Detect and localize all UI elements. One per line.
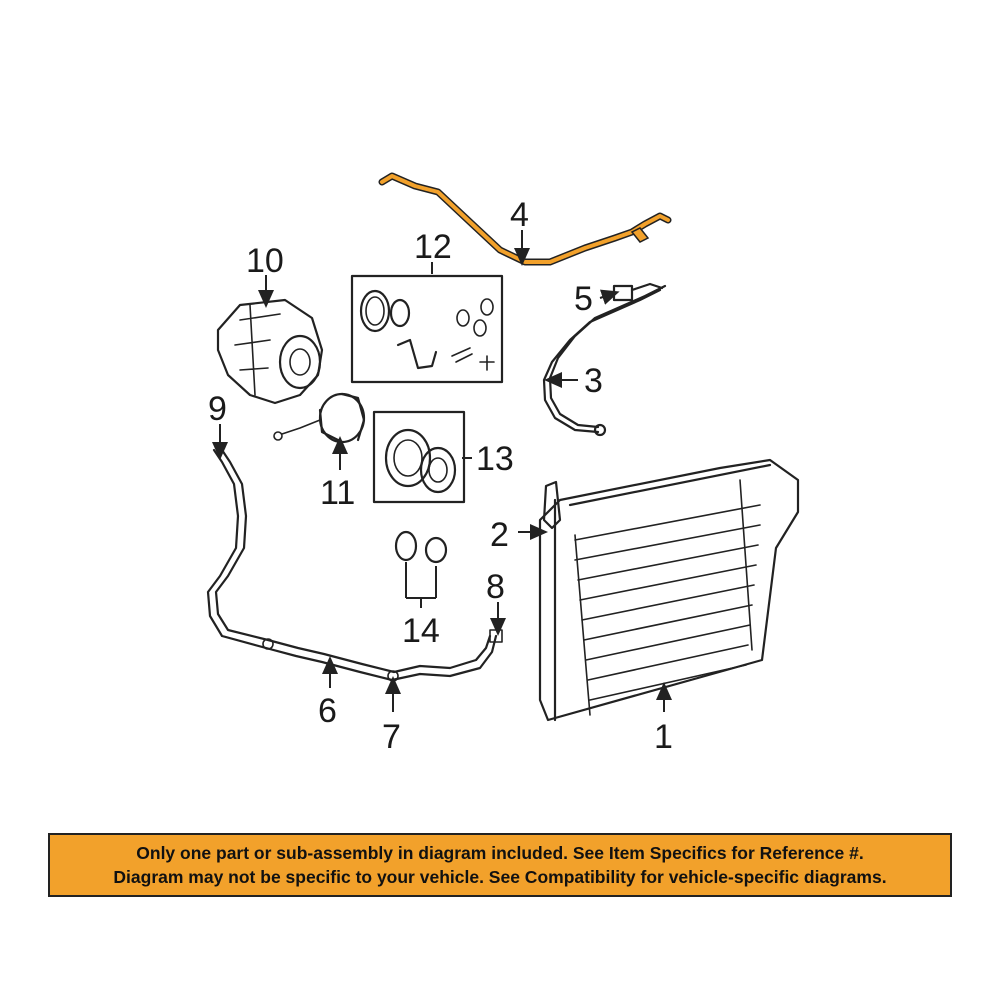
part-11-clutch-coil [273,392,366,444]
callout-5: 5 [574,280,593,318]
disclaimer-line-2: Diagram may not be specific to your vehi… [113,867,887,887]
callout-11: 11 [320,474,355,512]
part-12-seal-kit [350,274,504,384]
callout-9: 9 [208,390,227,428]
part-13-clutch-pulley [372,410,466,504]
callout-13: 13 [476,440,514,478]
callout-3: 3 [584,362,603,400]
callout-8: 8 [486,568,505,606]
leader-lines [212,230,672,712]
disclaimer-line-1: Only one part or sub-assembly in diagram… [136,843,864,863]
callout-7: 7 [382,718,401,756]
callout-6: 6 [318,692,337,730]
callout-12: 12 [414,228,452,266]
part-14-o-rings [394,530,448,564]
callout-4: 4 [510,196,529,234]
callout-1: 1 [654,718,673,756]
callout-14: 14 [402,612,440,650]
part-3-hose [542,284,667,437]
part-1-condenser [538,458,800,722]
disclaimer-banner: Only one part or sub-assembly in diagram… [48,833,952,897]
part-10-compressor [216,298,324,405]
callout-10: 10 [246,242,284,280]
part-4-highlighted-hose [378,172,672,266]
callout-2: 2 [490,516,509,554]
